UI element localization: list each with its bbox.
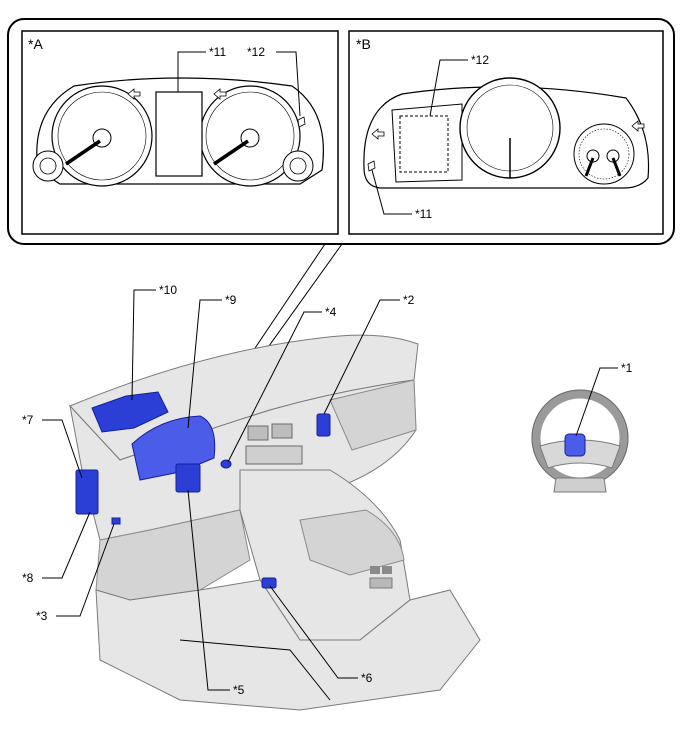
inset-a-left-arrow-icon [127,88,141,100]
center-vent-left [247,425,269,441]
callout-1: *1 [621,361,633,375]
callout-line-2 [323,299,400,415]
callout-line-8 [42,511,91,579]
rear-vent-3 [369,577,393,589]
inset-b-callout-line-11 [371,169,412,215]
inset-b-right-needle-right [611,157,622,177]
inset-a-small-gauge-right-inner [289,157,307,175]
inset-b-tag: *B [356,36,371,52]
inset-b-screen [391,103,463,183]
component-5-module [175,463,201,493]
component-2-module [316,413,331,437]
steering-column [553,477,607,493]
floor-contour [179,639,331,701]
inset-b-right-gauge-inner [578,128,630,180]
callout-3: *3 [36,609,48,623]
floor [95,579,481,711]
radio-panel [245,445,303,465]
steering-wheel [531,389,629,493]
inset-a-callout-12: *12 [247,45,265,59]
inset-b-dashed-display [399,115,449,173]
callout-4: *4 [325,305,337,319]
component-7-ecu [75,469,99,515]
inset-a-right-needle [213,139,249,166]
vehicle-interior [69,334,481,711]
center-vent-right [271,423,293,439]
component-10-hud-unit [91,391,169,433]
rear-vent-2 [382,566,392,574]
component-1-steering-module [564,433,586,457]
callout-10: *10 [159,283,177,297]
callout-line-4 [227,311,322,463]
inset-b-callout-11: *11 [415,207,432,221]
inset-b-right-arrow-icon [631,120,645,132]
inset-a-left-needle [65,139,101,166]
inset-a-right-gauge-inner [205,91,295,181]
callout-5: *5 [233,683,245,697]
inset-b-left-arrow-icon [371,128,385,140]
inset-a-right-arrow-icon [213,88,227,100]
callout-6: *6 [361,671,373,685]
callout-9: *9 [225,293,237,307]
inset-a-small-gauge-left-inner [39,157,57,175]
inset-a: *A *11 *12 [21,30,339,235]
inset-a-center-display [155,91,203,177]
callout-8: *8 [22,571,34,585]
inset-b-right-needle-left [584,157,595,177]
callout-line-6 [269,585,358,679]
callout-7: *7 [22,413,34,427]
passenger-dash [329,379,417,451]
inset-b-indicator-icon [367,160,376,172]
callout-line-10 [131,289,156,401]
callout-line-1 [575,367,618,437]
inset-a-callout-line-11 [177,51,206,92]
inset-b-callout-12: *12 [471,53,489,67]
component-6-module [261,577,277,589]
callout-line-7 [42,419,83,479]
callout-2: *2 [403,293,415,307]
component-4-module [220,459,232,469]
inset-a-small-gauge-left [32,150,64,182]
inset-a-tag: *A [28,36,43,52]
inset-a-small-gauge-right [282,150,314,182]
component-3-connector [111,517,121,525]
callout-line-3 [56,523,115,617]
inset-b: *B *12 *11 [348,30,664,235]
rear-vent-1 [370,566,380,574]
inset-b-right-gauge [573,123,635,185]
callout-line-9 [187,299,222,429]
inset-a-callout-11: *11 [209,45,226,59]
inset-b-callout-line-12 [429,59,468,117]
inset-a-callout-line-12 [276,51,301,117]
callout-line-5 [187,489,230,691]
inset-a-left-gauge-inner [57,91,147,181]
inset-a-indicator-icon [297,116,306,128]
